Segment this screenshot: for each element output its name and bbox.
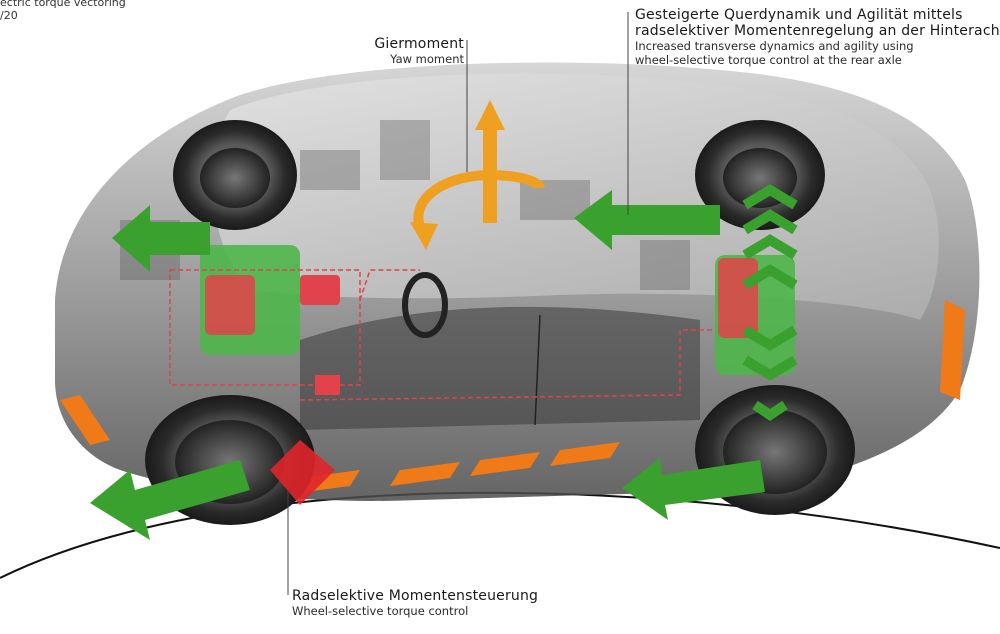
corner-caption-line2: /20 (0, 9, 18, 22)
rear-axle-label-en1: Increased transverse dynamics and agilit… (635, 39, 914, 53)
rear-axle-label: Gesteigerte Querdynamik und Agilität mit… (635, 7, 1000, 67)
sill-accent (60, 300, 965, 494)
front-right-lateral-arrow-icon (90, 460, 250, 540)
rear-axle-label-de2: radselektiver Momentenregelung an der Hi… (635, 23, 1000, 39)
corner-caption-line1: ectric torque vectoring (0, 0, 126, 9)
yaw-arrow-icon (410, 100, 545, 250)
yaw-label-de: Giermoment (374, 36, 464, 52)
front-left-lateral-arrow-icon (112, 205, 210, 272)
yaw-label-en: Yaw moment (390, 52, 464, 66)
steering-wheel (402, 272, 448, 338)
front-wheel-label-en: Wheel-selective torque control (292, 604, 469, 618)
corner-caption: ectric torque vectoring /20 (0, 0, 126, 22)
torque-chevron-icons (742, 184, 798, 422)
rear-axle-label-de1: Gesteigerte Querdynamik und Agilität mit… (635, 7, 963, 23)
torque-arrow-icon (270, 440, 335, 505)
front-wheel-label-de: Radselektive Momentensteuerung (292, 588, 539, 604)
front-wheel-label: Radselektive Momentensteuerung Wheel-sel… (292, 588, 538, 618)
leader-lines (287, 12, 629, 595)
yaw-label: Giermoment Yaw moment (360, 36, 464, 66)
rear-axle-label-en2: wheel-selective torque control at the re… (635, 53, 902, 67)
front-electric-motor (200, 245, 340, 355)
wiring-harness (169, 269, 715, 401)
front-left-wheel (173, 120, 297, 230)
rear-left-lateral-arrow-icon (574, 190, 720, 250)
rear-right-lateral-arrow-icon (622, 458, 765, 520)
